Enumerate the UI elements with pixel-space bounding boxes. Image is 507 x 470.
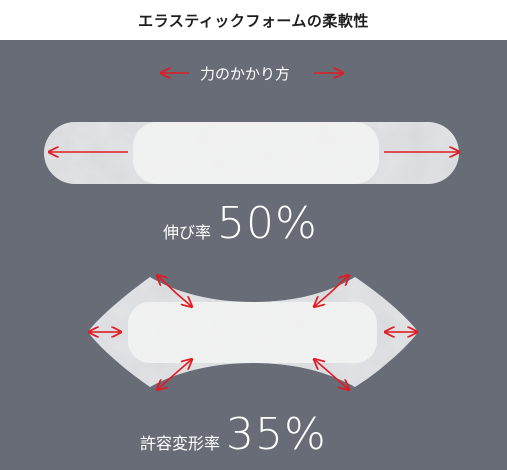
deform-arrow <box>158 276 177 294</box>
stretch-rate-label: 伸び率 <box>163 223 212 242</box>
page-title: エラスティックフォームの柔軟性 <box>138 11 369 30</box>
deform-rate: 許容変形率 35% <box>140 409 327 460</box>
deform-rate-label: 許容変形率 <box>140 434 221 453</box>
original-foam <box>133 122 379 184</box>
illustration-svg <box>44 40 507 470</box>
deformed-foam-illustration <box>88 276 418 389</box>
deform-arrow <box>315 360 331 374</box>
stretch-rate: 伸び率 50% <box>163 198 318 249</box>
stretch-rate-value: 50% <box>217 198 318 249</box>
deform-arrow <box>329 276 348 294</box>
compressed-foam <box>128 302 377 363</box>
deform-arrow <box>315 292 331 306</box>
deform-arrow <box>175 360 191 374</box>
deform-arrow <box>158 372 177 389</box>
deform-rate-value: 35% <box>226 409 327 460</box>
deform-arrow <box>175 292 191 306</box>
illustration-panel: 力のかかり方 伸び率 50% 許容変形率 35% <box>0 40 507 470</box>
stretched-foam-illustration <box>44 122 459 184</box>
force-direction-label: 力のかかり方 <box>199 65 290 83</box>
deform-arrow <box>329 372 348 389</box>
